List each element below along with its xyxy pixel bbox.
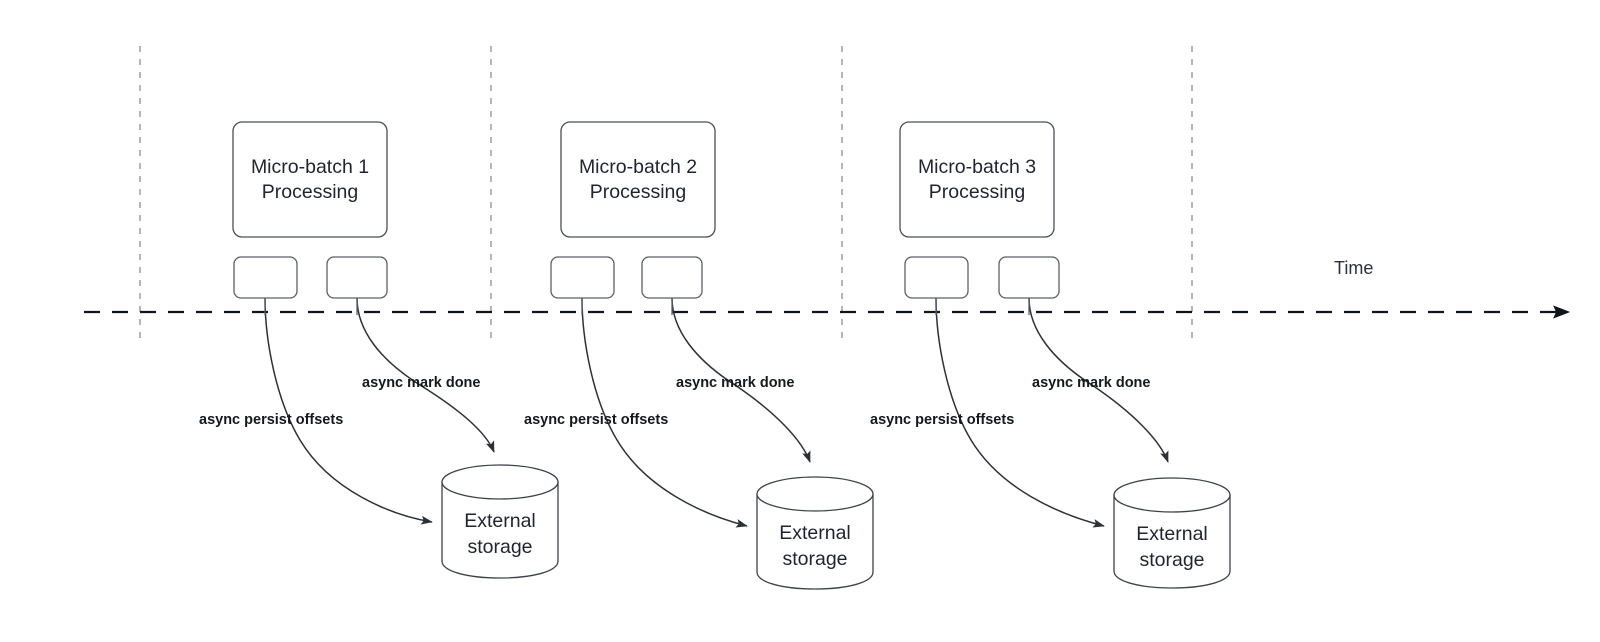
flow-mark-done-2 [671,297,811,463]
external-storage-1[interactable]: External storage [441,464,559,579]
external-storage-3-body [1113,494,1231,589]
flow-mark-done-1 [356,297,495,453]
marker-mark-done-1[interactable] [326,256,388,299]
flow-label-persist-offsets-3: async persist offsets [870,412,1014,428]
external-storage-2-line2: storage [782,548,847,570]
time-axis-label: Time [1334,258,1373,278]
group-1: Micro-batch 1 Processing async persist o… [199,121,559,579]
external-storage-2-top [756,476,874,512]
micro-batch-3-line2: Processing [929,181,1025,203]
external-storage-3-top [1113,477,1231,513]
marker-persist-2[interactable] [550,256,615,299]
external-storage-3[interactable]: External storage [1113,477,1231,589]
marker-mark-done-3[interactable] [998,256,1060,299]
flow-label-persist-offsets-2: async persist offsets [524,412,668,428]
external-storage-1-line1: External [464,510,536,532]
external-storage-3-line1: External [1136,523,1208,545]
external-storage-1-line2: storage [467,536,532,558]
group-3: Micro-batch 3 Processing async persist o… [870,121,1231,589]
external-storage-1-top [441,464,559,500]
flow-label-mark-done-1: async mark done [362,375,480,391]
micro-batch-3-processing-box[interactable] [899,121,1055,238]
micro-batch-2-line1: Micro-batch 2 [579,156,697,178]
marker-persist-1[interactable] [233,256,298,299]
flow-label-persist-offsets-1: async persist offsets [199,412,343,428]
marker-persist-3[interactable] [904,256,969,299]
flow-label-mark-done-3: async mark done [1032,375,1150,391]
external-storage-2-body [756,493,874,590]
external-storage-3-line2: storage [1139,549,1204,571]
micro-batch-1-processing-box[interactable] [232,121,388,238]
micro-batch-1-line2: Processing [262,181,358,203]
external-storage-1-body [441,481,559,579]
external-storage-2[interactable]: External storage [756,476,874,590]
micro-batch-3-line1: Micro-batch 3 [918,156,1036,178]
flow-mark-done-3 [1028,297,1169,463]
divider-group [139,46,1193,342]
group-2: Micro-batch 2 Processing async persist o… [524,121,874,590]
flow-persist-offsets-3 [935,297,1105,528]
flow-label-mark-done-2: async mark done [676,375,794,391]
external-storage-2-line1: External [779,522,851,544]
marker-mark-done-2[interactable] [641,256,703,299]
micro-batch-2-line2: Processing [590,181,686,203]
micro-batch-1-line1: Micro-batch 1 [251,156,369,178]
flow-persist-offsets-1 [264,297,433,525]
time-axis: Time [84,258,1571,319]
micro-batch-2-processing-box[interactable] [560,121,716,238]
flow-persist-offsets-2 [581,297,748,528]
